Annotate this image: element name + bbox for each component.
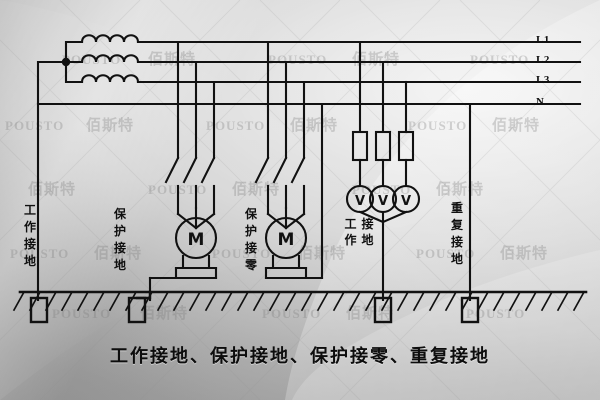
phase-label-n: N — [536, 96, 545, 108]
protective-ground-conductor — [148, 276, 218, 302]
motor-2-label: M — [278, 230, 295, 250]
watermark-latin: POUSTO — [52, 306, 112, 321]
voltmeter-2-label: V — [378, 194, 388, 209]
ground-electrode — [127, 290, 152, 324]
watermark-cjk: 佰斯特 — [148, 50, 197, 68]
transformer-windings — [36, 34, 582, 106]
ground-electrode — [29, 296, 49, 324]
motor-1-symbol — [174, 216, 218, 280]
earth-line — [12, 290, 588, 312]
watermark-latin: POUSTO — [268, 52, 328, 67]
label-working-ground-mid: 工作 接地 — [343, 216, 375, 248]
watermark-cjk: 佰斯特 — [500, 244, 549, 262]
watermark-cjk: 佰斯特 — [28, 180, 77, 198]
watermark-latin: POUSTO — [206, 118, 266, 133]
label-working-ground-mid-col1: 工作 — [344, 217, 357, 247]
watermark-cjk: 佰斯特 — [94, 244, 143, 262]
phase-label-l3: L3 — [536, 74, 550, 86]
motor-1-label: M — [188, 230, 205, 250]
ground-electrode — [460, 296, 480, 324]
watermark-latin: POUSTO — [470, 52, 530, 67]
label-repeated-ground: 重复接地 — [450, 201, 463, 266]
label-working-ground-mid-col2: 接地 — [361, 217, 374, 247]
watermark-latin: POUSTO — [5, 118, 65, 133]
label-protective-ground: 保护接地 — [113, 207, 126, 272]
phase-label-l2: L2 — [536, 54, 550, 66]
watermark-cjk: 佰斯特 — [436, 180, 485, 198]
protective-neutral-conductor — [264, 102, 324, 280]
watermark-latin: POUSTO — [262, 306, 322, 321]
watermark-cjk: 佰斯特 — [346, 304, 395, 322]
watermark-latin: POUSTO — [212, 246, 272, 261]
watermark-cjk: 佰斯特 — [86, 116, 135, 134]
voltmeter-3-label: V — [401, 194, 411, 209]
phase-label-l1: L1 — [536, 34, 550, 46]
watermark-latin: POUSTO — [408, 118, 468, 133]
watermark-cjk: 佰斯特 — [352, 50, 401, 68]
feeder-motor-2 — [266, 40, 306, 160]
three-pole-switch-2 — [254, 156, 306, 230]
three-pole-switch-1 — [164, 156, 216, 230]
feeder-motor-1 — [176, 40, 216, 160]
ground-electrode — [373, 296, 393, 324]
voltmeter-1-label: V — [355, 194, 365, 209]
voltmeter-branch — [345, 40, 421, 302]
label-protective-neutral: 保护接零 — [244, 207, 257, 272]
figure-caption: 工作接地、保护接地、保护接零、重复接地 — [110, 346, 490, 367]
watermark-latin: POUSTO — [416, 246, 476, 261]
watermark-cjk: 佰斯特 — [290, 116, 339, 134]
watermark-latin: POUSTO — [10, 246, 70, 261]
watermark-cjk: 佰斯特 — [492, 116, 541, 134]
label-working-ground-left: 工作接地 — [23, 203, 36, 268]
